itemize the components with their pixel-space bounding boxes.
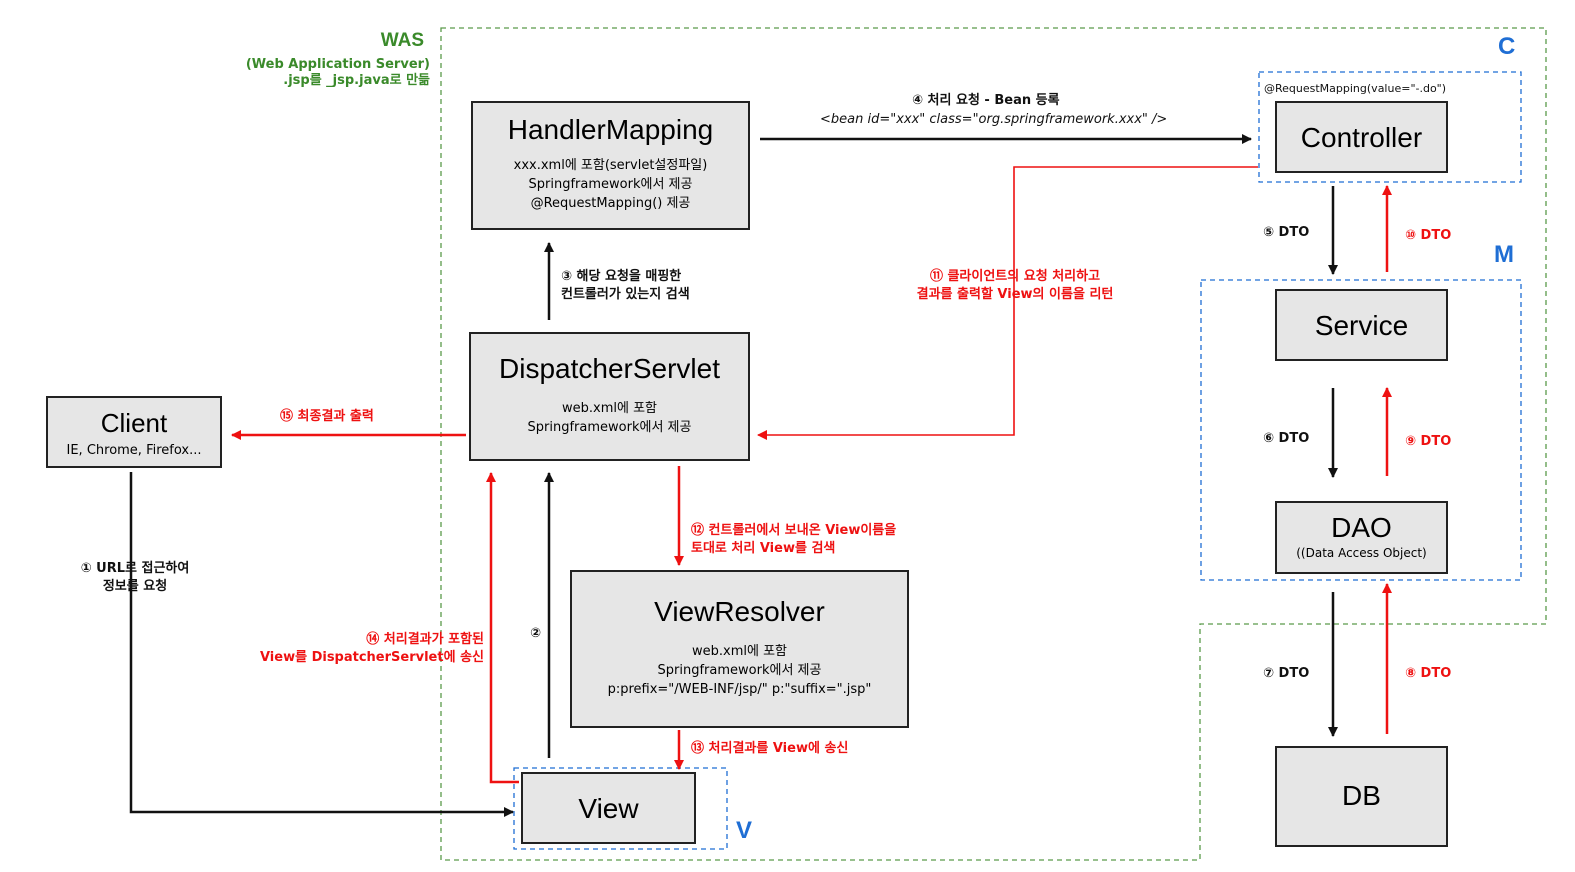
view-resolver-box: ViewResolver web.xml에 포함 Springframework… (570, 570, 909, 728)
label-step8: ⑧ DTO (1405, 666, 1452, 681)
was-subtitle: (Web Application Server) .jsp를 _jsp.java… (245, 57, 430, 88)
handler-mapping-box: HandlerMapping xxx.xml에 포함(servlet설정파일) … (471, 101, 750, 230)
label-step12: ⑫ 컨트롤러에서 보내온 View이름을 토대로 처리 View를 검색 (691, 523, 897, 556)
service-box: Service (1275, 289, 1448, 361)
arrow-step14 (486, 472, 519, 784)
model-layer-label: M (1494, 241, 1514, 268)
dao-desc: ((Data Access Object) (1296, 546, 1427, 560)
label-step7: ⑦ DTO (1263, 666, 1310, 681)
view-layer-border (513, 767, 728, 850)
label-step5: ⑤ DTO (1263, 225, 1310, 240)
client-desc: IE, Chrome, Firefox... (66, 443, 202, 458)
view-layer-label: V (736, 817, 753, 844)
dao-title: DAO (1331, 512, 1392, 543)
label-step10: ⑩ DTO (1405, 228, 1452, 243)
label-step11: ⑪ 클라이언트의 요청 처리하고 결과를 출력할 View의 이름을 리턴 (916, 269, 1114, 302)
db-title: DB (1342, 780, 1381, 811)
label-step1: ① URL로 접근하여 정보를 요청 (80, 561, 190, 594)
handler-mapping-title: HandlerMapping (507, 114, 714, 145)
label-step15: ⑮ 최종결과 출력 (280, 409, 374, 424)
arrow-step1 (129, 472, 514, 817)
was-title: WAS (380, 30, 424, 51)
client-title: Client (100, 408, 168, 438)
controller-layer-border (1258, 71, 1522, 183)
controller-title: Controller (1300, 122, 1423, 153)
view-box: View (521, 772, 696, 844)
service-title: Service (1314, 310, 1409, 341)
dispatcher-servlet-desc: web.xml에 포함 Springframework에서 제공 (527, 401, 692, 435)
label-step13: ⑬ 처리결과를 View에 송신 (691, 741, 849, 756)
label-step6: ⑥ DTO (1263, 431, 1310, 446)
model-layer-border (1200, 279, 1522, 581)
label-step4: ④ 처리 요청 - Bean 등록 (912, 93, 1060, 108)
label-step4-bean: <bean id="xxx" class="org.springframewor… (820, 112, 1168, 127)
handler-mapping-desc: xxx.xml에 포함(servlet설정파일) Springframework… (513, 158, 708, 211)
controller-layer-label: C (1498, 33, 1516, 60)
label-step9: ⑨ DTO (1405, 434, 1452, 449)
controller-annotation: @RequestMapping(value="-.do") (1264, 82, 1447, 95)
label-step2: ② (530, 626, 542, 641)
client-box: Client IE, Chrome, Firefox... (46, 396, 222, 468)
label-step3: ③ 해당 요청을 매핑한 컨트롤러가 있는지 검색 (561, 269, 690, 302)
db-box: DB (1275, 746, 1448, 847)
view-title: View (578, 793, 639, 824)
was-region-border (440, 27, 1547, 861)
view-resolver-desc: web.xml에 포함 Springframework에서 제공 p:prefi… (607, 644, 872, 697)
dispatcher-servlet-title: DispatcherServlet (499, 353, 720, 384)
controller-box: Controller (1275, 101, 1448, 173)
view-resolver-title: ViewResolver (654, 596, 825, 627)
dispatcher-servlet-box: DispatcherServlet web.xml에 포함 Springfram… (469, 332, 750, 461)
arrow-step11 (757, 166, 1258, 440)
label-step14: ⑭ 처리결과가 포함된 View를 DispatcherServlet에 송신 (259, 632, 484, 665)
dao-box: DAO ((Data Access Object) (1275, 501, 1448, 574)
